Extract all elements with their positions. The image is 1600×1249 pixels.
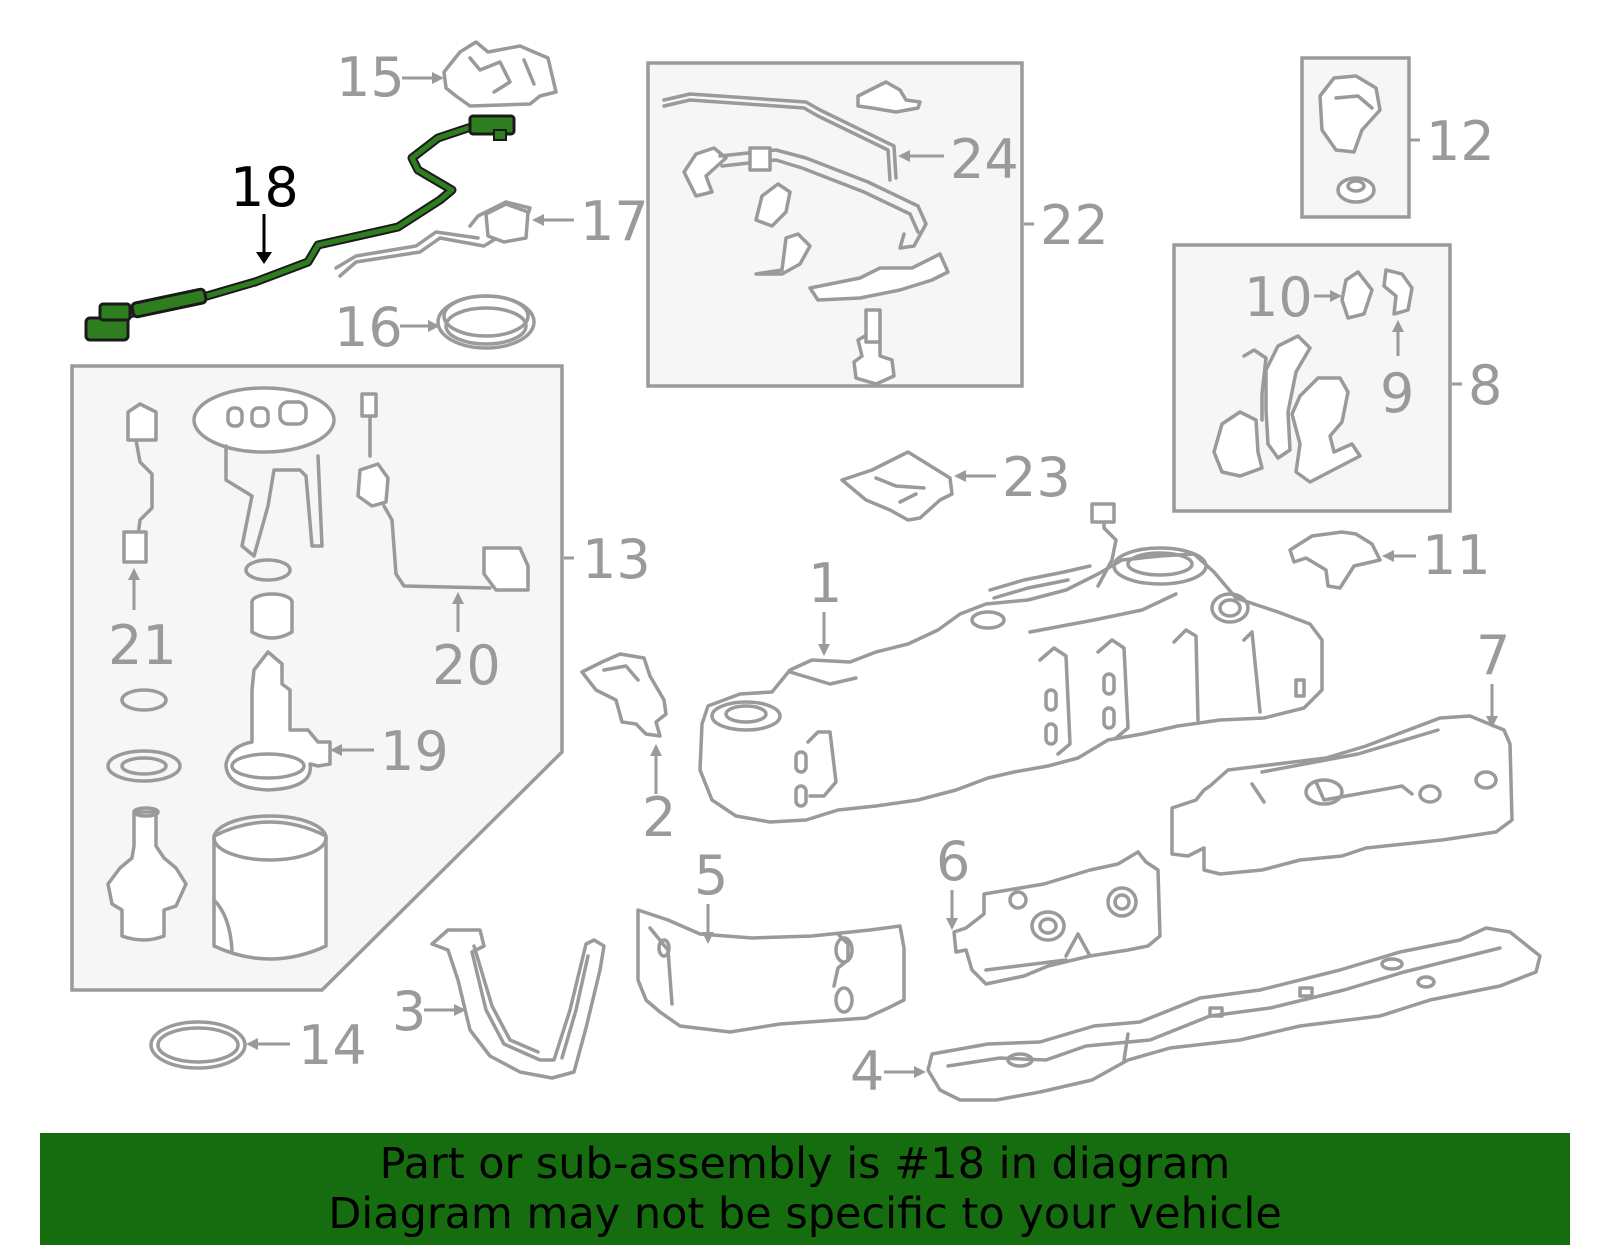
callout-19: 19: [330, 720, 449, 783]
part-7-heat-shield[interactable]: [1170, 714, 1514, 876]
part-12-fuel-cap[interactable]: [1318, 74, 1382, 204]
part-3-tank-strap[interactable]: [430, 928, 606, 1080]
callout-22: 22: [1024, 194, 1109, 257]
part-14-gasket[interactable]: [149, 1020, 247, 1070]
callout-12-label: 12: [1426, 110, 1495, 173]
part-19-pump[interactable]: [224, 650, 332, 792]
callout-5: 5: [694, 844, 728, 944]
group-box-13: [70, 364, 564, 992]
callout-18: 18: [230, 156, 299, 264]
callout-19-label: 19: [380, 720, 449, 783]
callout-21: 21: [108, 568, 177, 677]
part-20-sender[interactable]: [356, 392, 530, 592]
callout-15: 15: [336, 46, 444, 109]
callout-7: 7: [1476, 624, 1510, 728]
callout-14: 14: [246, 1014, 367, 1077]
banner-part-line: Part or sub-assembly is #18 in diagram: [379, 1139, 1231, 1189]
part-6-shield[interactable]: [952, 850, 1162, 986]
info-banner: Part or sub-assembly is #18 in diagram D…: [40, 1133, 1570, 1245]
part-18-fuel-line[interactable]: [84, 114, 516, 342]
part-13-regulator[interactable]: [106, 806, 188, 942]
callout-7-label: 7: [1476, 624, 1510, 687]
callout-6: 6: [936, 830, 970, 930]
callout-3-label: 3: [392, 980, 426, 1043]
part-11-bracket[interactable]: [1288, 530, 1382, 590]
callout-11-label: 11: [1422, 524, 1491, 587]
callout-13: 13: [564, 528, 651, 591]
callout-20-label: 20: [432, 634, 501, 697]
callout-9: 9: [1380, 320, 1414, 425]
callout-3: 3: [392, 980, 466, 1043]
group-box-22: [646, 61, 1024, 388]
callout-4-label: 4: [850, 1040, 884, 1103]
callout-8-label: 8: [1468, 354, 1502, 417]
part-13-filter[interactable]: [250, 592, 294, 640]
callout-2-label: 2: [642, 786, 676, 849]
banner-disclaimer-line: Diagram may not be specific to your vehi…: [328, 1189, 1282, 1239]
part-13-housing[interactable]: [212, 814, 328, 961]
callout-9-label: 9: [1380, 362, 1414, 425]
callout-11: 11: [1382, 524, 1491, 587]
callout-2: 2: [642, 744, 676, 849]
part-10-clip[interactable]: [1340, 270, 1374, 320]
callout-21-label: 21: [108, 614, 177, 677]
callout-12: 12: [1410, 110, 1495, 173]
part-21-wire[interactable]: [122, 402, 158, 564]
part-13-o-ring[interactable]: [244, 558, 292, 582]
callout-16-label: 16: [334, 296, 403, 359]
callout-20: 20: [432, 592, 501, 697]
callout-10-label: 10: [1244, 266, 1313, 329]
callout-16: 16: [334, 296, 440, 359]
callout-18-label: 18: [230, 156, 299, 219]
callout-5-label: 5: [694, 844, 728, 907]
callout-17: 17: [532, 190, 649, 253]
part-16-ring[interactable]: [436, 294, 536, 350]
part-13-pump-module[interactable]: [192, 386, 336, 558]
part-9-clip[interactable]: [1382, 268, 1414, 316]
callout-15-label: 15: [336, 46, 405, 109]
part-22-vent-tubes[interactable]: [662, 80, 950, 386]
part-5-strap-protector[interactable]: [636, 908, 906, 1034]
callout-10: 10: [1244, 266, 1342, 329]
part-8-filler-neck[interactable]: [1212, 334, 1362, 484]
callout-24-label: 24: [950, 128, 1019, 191]
callout-24: 24: [898, 128, 1019, 191]
callout-1: 1: [808, 552, 842, 656]
callout-6-label: 6: [936, 830, 970, 893]
callout-14-label: 14: [298, 1014, 367, 1077]
part-15-bracket[interactable]: [442, 40, 558, 108]
callout-23-label: 23: [1002, 446, 1071, 509]
part-4-skid-plate[interactable]: [926, 926, 1542, 1102]
part-13-small-rings[interactable]: [106, 688, 182, 783]
callout-1-label: 1: [808, 552, 842, 615]
callout-8: 8: [1452, 354, 1502, 417]
callout-22-label: 22: [1040, 194, 1109, 257]
callout-4: 4: [850, 1040, 926, 1103]
part-1-fuel-tank[interactable]: [698, 502, 1324, 824]
part-23-protector[interactable]: [840, 450, 954, 522]
callout-17-label: 17: [580, 190, 649, 253]
callout-13-label: 13: [582, 528, 651, 591]
callout-23: 23: [954, 446, 1071, 509]
part-17-tube[interactable]: [334, 200, 532, 278]
part-2-bracket[interactable]: [580, 652, 668, 738]
